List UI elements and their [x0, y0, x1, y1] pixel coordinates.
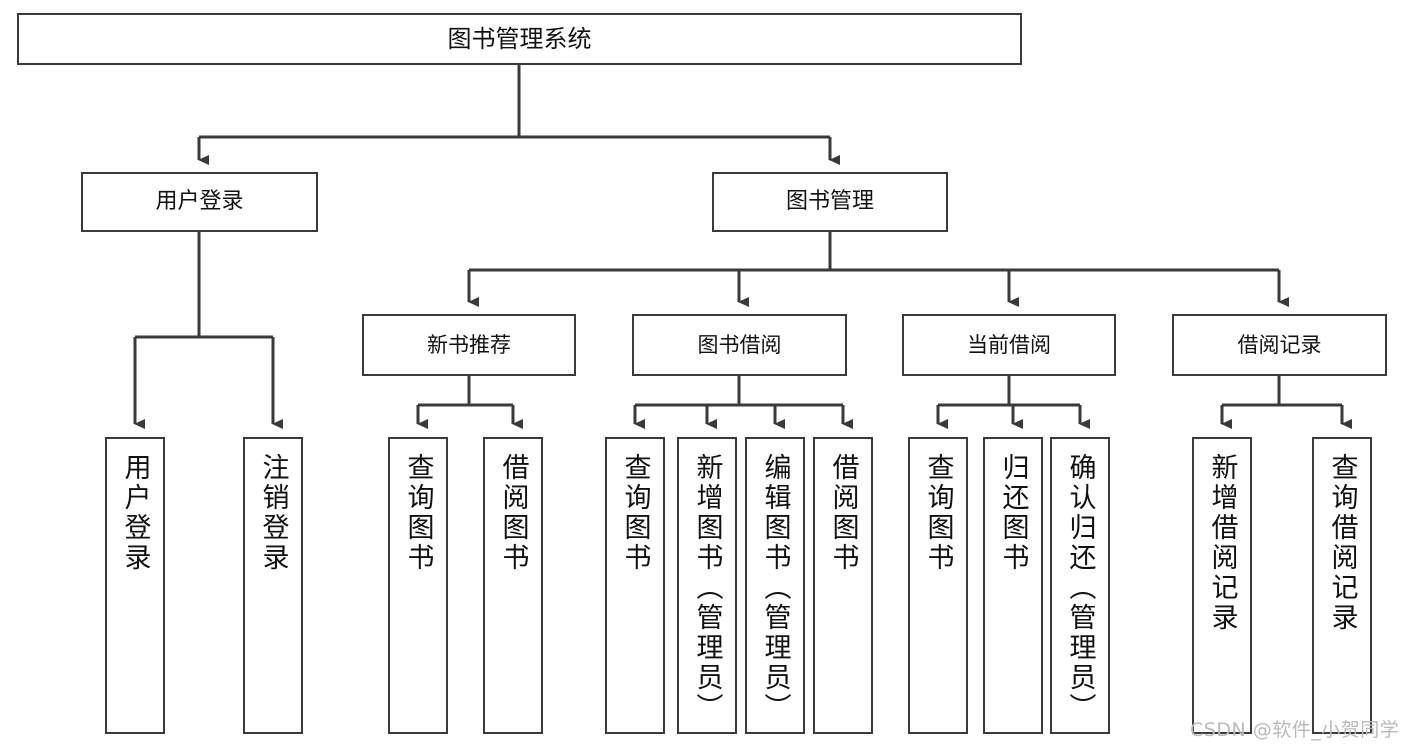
- node-book-borrow[interactable]: 图书借阅: [632, 314, 847, 376]
- node-book-borrow-label: 图书借阅: [697, 332, 782, 357]
- leaf-confirm-return-admin-label: 确认归还（管理员）: [1064, 453, 1096, 723]
- leaf-borrow-book[interactable]: 借阅图书: [813, 437, 873, 734]
- node-new-book-recommend[interactable]: 新书推荐: [362, 314, 576, 376]
- leaf-borrow-book-label: 借阅图书: [827, 453, 859, 573]
- node-root[interactable]: 图书管理系统: [17, 13, 1022, 65]
- leaf-edit-book-admin[interactable]: 编辑图书（管理员）: [745, 437, 805, 734]
- leaf-query-borrow-record[interactable]: 查询借阅记录: [1312, 437, 1372, 734]
- leaf-confirm-return-admin[interactable]: 确认归还（管理员）: [1050, 437, 1110, 734]
- leaf-edit-book-admin-label: 编辑图书（管理员）: [759, 453, 791, 723]
- node-current-borrow-label: 当前借阅: [967, 332, 1051, 357]
- leaf-query-book-recommend[interactable]: 查询图书: [388, 437, 448, 734]
- leaf-query-book-borrow-label: 查询图书: [619, 453, 651, 573]
- leaf-logout[interactable]: 注销登录: [243, 437, 303, 734]
- node-book-management-label: 图书管理: [785, 189, 874, 215]
- node-root-label: 图书管理系统: [447, 24, 592, 53]
- watermark: CSDN @软件_小贺同学: [1190, 719, 1400, 741]
- node-book-management[interactable]: 图书管理: [712, 172, 948, 232]
- leaf-borrow-book-recommend[interactable]: 借阅图书: [483, 437, 543, 734]
- node-current-borrow[interactable]: 当前借阅: [902, 314, 1116, 376]
- node-user-login-label: 用户登录: [155, 189, 244, 215]
- leaf-query-book-current[interactable]: 查询图书: [908, 437, 968, 734]
- node-user-login[interactable]: 用户登录: [81, 172, 318, 232]
- leaf-return-book[interactable]: 归还图书: [983, 437, 1043, 734]
- leaf-query-book-recommend-label: 查询图书: [402, 453, 434, 573]
- leaf-add-borrow-record[interactable]: 新增借阅记录: [1192, 437, 1252, 734]
- leaf-return-book-label: 归还图书: [997, 453, 1029, 573]
- leaf-add-borrow-record-label: 新增借阅记录: [1206, 453, 1238, 633]
- node-borrow-record[interactable]: 借阅记录: [1172, 314, 1387, 376]
- leaf-borrow-book-recommend-label: 借阅图书: [497, 453, 529, 573]
- leaf-query-book-borrow[interactable]: 查询图书: [605, 437, 665, 734]
- leaf-add-book-admin-label: 新增图书（管理员）: [691, 453, 723, 723]
- leaf-user-login-label: 用户登录: [119, 453, 151, 573]
- leaf-logout-label: 注销登录: [257, 453, 289, 573]
- leaf-add-book-admin[interactable]: 新增图书（管理员）: [677, 437, 737, 734]
- leaf-query-book-current-label: 查询图书: [922, 453, 954, 573]
- node-new-book-recommend-label: 新书推荐: [427, 332, 511, 357]
- node-borrow-record-label: 借阅记录: [1237, 332, 1322, 357]
- leaf-query-borrow-record-label: 查询借阅记录: [1326, 453, 1358, 633]
- leaf-user-login[interactable]: 用户登录: [105, 437, 165, 734]
